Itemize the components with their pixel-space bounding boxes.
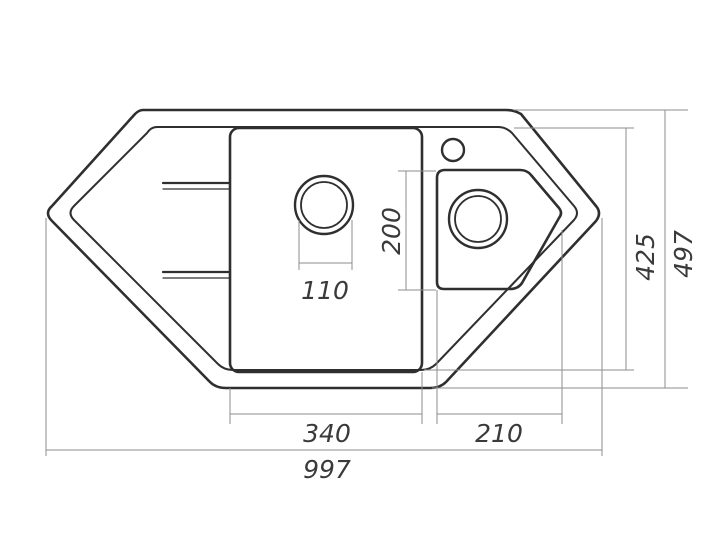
dim-997-label: 997 [303,455,351,484]
large-bowl [228,126,424,374]
large-bowl-drain-outer [293,174,355,236]
large-bowl-drain-inner [300,181,348,229]
small-bowl [435,168,563,291]
dim-340-label: 340 [303,419,351,448]
sink-outer-contour [46,108,601,390]
sink-inner-contour [69,126,578,371]
dim-210-label: 210 [475,419,523,448]
small-bowl-drain-inner [454,195,502,243]
faucet-hole [440,137,466,163]
dim-110-label: 110 [301,276,349,305]
dim-497-label: 497 [669,230,698,278]
dim-200-label: 200 [377,207,406,255]
small-bowl-drain-outer [447,188,509,250]
dim-425-label: 425 [631,233,660,281]
